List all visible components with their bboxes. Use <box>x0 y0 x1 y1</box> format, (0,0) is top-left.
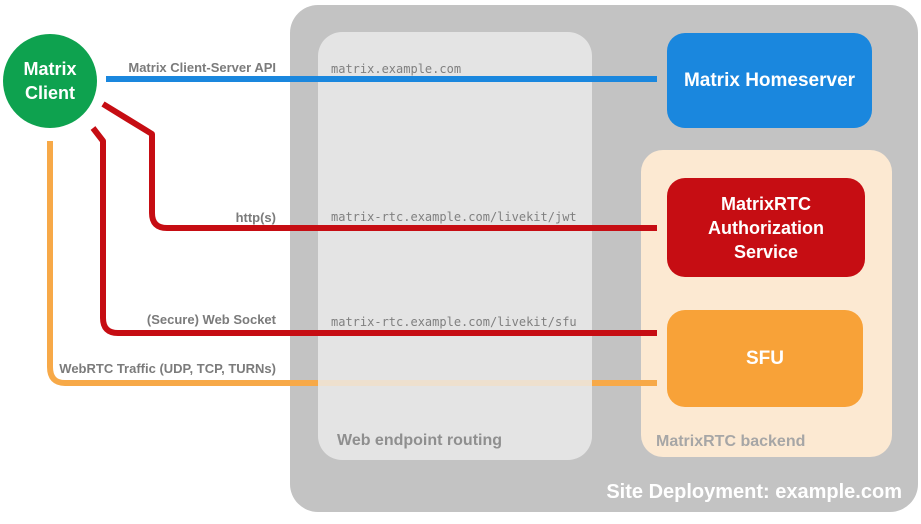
https-label: http(s) <box>235 210 276 225</box>
client-server-api-label: Matrix Client-Server API <box>128 60 276 75</box>
site-deployment-label: Site Deployment: example.com <box>606 481 902 503</box>
web-socket-arrow <box>90 126 657 336</box>
webrtc-traffic-arrow <box>47 141 604 386</box>
endpoint-livekit-jwt: matrix-rtc.example.com/livekit/jwt <box>331 210 577 224</box>
matrix-homeserver-node: Matrix Homeserver <box>667 33 872 128</box>
matrix-client-node: Matrix Client <box>3 34 97 128</box>
webrtc-traffic-label: WebRTC Traffic (UDP, TCP, TURNs) <box>59 361 276 376</box>
web-socket-label: (Secure) Web Socket <box>146 312 276 327</box>
matrixrtc-backend-label: MatrixRTC backend <box>656 433 806 450</box>
web-endpoint-routing-box: Web endpoint routing <box>318 32 592 460</box>
https-arrow <box>101 101 657 231</box>
endpoint-livekit-sfu: matrix-rtc.example.com/livekit/sfu <box>331 315 577 329</box>
matrixrtc-authorization-service-node: MatrixRTC Authorization Service <box>667 178 865 277</box>
endpoint-matrix-example-com: matrix.example.com <box>331 62 462 76</box>
web-endpoint-routing-label: Web endpoint routing <box>337 432 503 449</box>
sfu-node: SFU <box>667 310 863 407</box>
